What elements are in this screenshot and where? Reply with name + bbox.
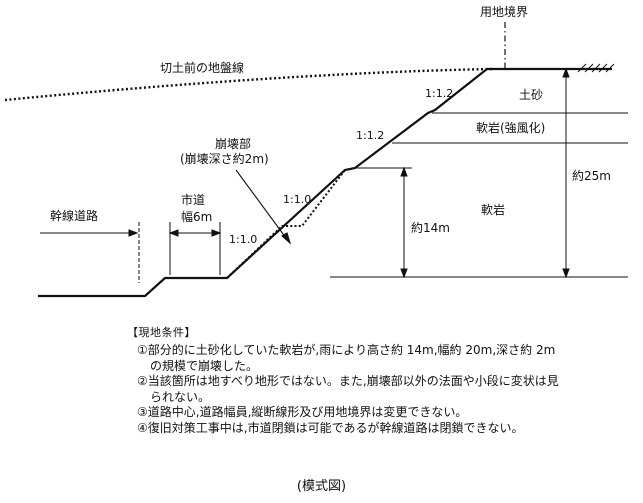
collapse-leader-arrow <box>235 169 292 245</box>
main-road-label: 幹線道路 <box>50 208 98 223</box>
city-road-dimension <box>168 222 222 275</box>
condition-line: ②当該箇所は地すべり地形ではない。また,崩壊部以外の法面や小段に変状は見 <box>137 374 559 388</box>
condition-line: の規模で崩壊した。 <box>150 358 259 373</box>
slope-collapse-lower-label: 1:1.0 <box>229 233 257 246</box>
dimension-25m <box>562 67 570 279</box>
weathered-rock-label: 軟岩(強風化) <box>476 120 545 135</box>
boundary-label: 用地境界 <box>480 4 528 19</box>
condition-line: ③道路中心,道路幅員,縦断線形及び用地境界は変更できない。 <box>137 405 468 419</box>
city-road-width-label: 幅6m <box>181 209 212 224</box>
slope-mid-label: 1:1.2 <box>356 129 384 142</box>
condition-line: ①部分的に土砂化していた軟岩が,雨により高さ約 14m,幅約 20m,深さ約 2… <box>137 343 556 357</box>
slope-upper-label: 1:1.2 <box>425 87 453 100</box>
height-25m-label: 約25m <box>572 168 611 183</box>
collapse-depth-label: (崩壊深さ約2m) <box>180 151 269 166</box>
pre-collapse-slope <box>226 169 346 279</box>
original-ground-label: 切土前の地盤線 <box>160 60 244 75</box>
original-ground-line <box>4 67 493 102</box>
topsoil-label: 土砂 <box>519 88 543 102</box>
condition-line: ④復旧対策工事中は,市道閉鎖は可能であるが幹線道路は閉鎖できない。 <box>137 420 524 435</box>
main-road-dimension <box>40 222 140 283</box>
city-road-label: 市道 <box>181 192 205 207</box>
conditions-heading: 【現地条件】 <box>127 326 196 339</box>
conditions-list: ①部分的に土砂化していた軟岩が,雨により高さ約 14m,幅約 20m,深さ約 2… <box>137 343 627 436</box>
ground-profile <box>38 67 612 298</box>
height-14m-label: 約14m <box>411 220 450 235</box>
schematic-diagram: 用地境界 切土前の地盤線 土砂 軟岩(強風化) 軟岩 崩壊部 (崩壊深さ約2m)… <box>4 4 628 298</box>
soft-rock-label: 軟岩 <box>481 202 505 217</box>
slope-collapse-upper-label: 1:1.0 <box>283 193 311 206</box>
figure-caption: (模式図) <box>296 479 347 494</box>
ground-hatching <box>577 63 615 73</box>
dimension-14m <box>400 166 408 279</box>
condition-line: られない。 <box>150 389 211 404</box>
collapse-title-label: 崩壊部 <box>215 136 251 151</box>
